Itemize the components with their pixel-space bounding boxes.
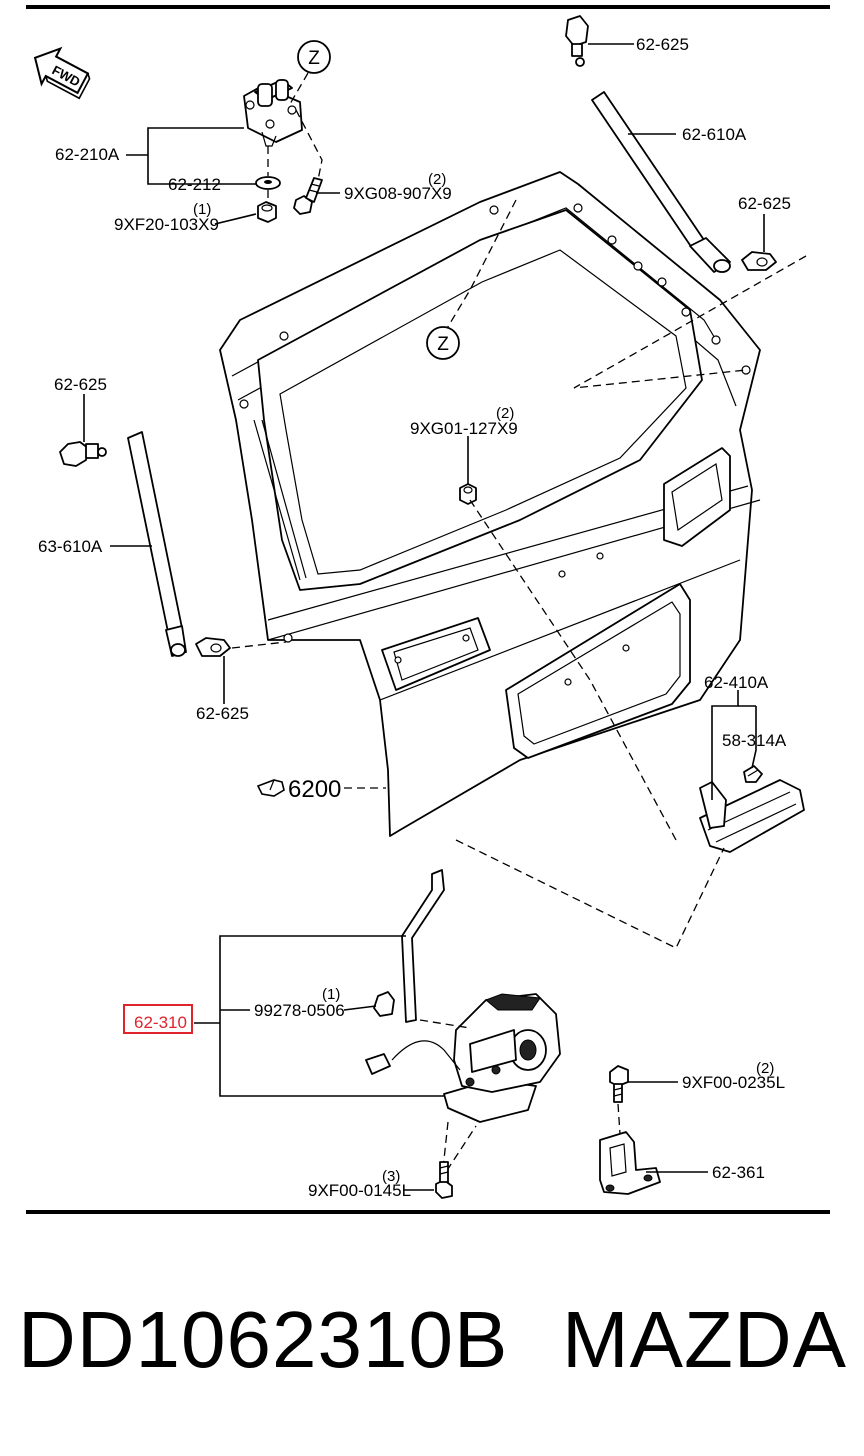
label-58-314A: 58-314A: [722, 731, 787, 750]
left-gas-strut: [59, 431, 231, 657]
label-62-625-c: 62-625: [54, 375, 107, 394]
mount-line-right-strut: [573, 255, 807, 389]
release-handle-switch: [699, 765, 805, 853]
right-gas-strut: [565, 15, 777, 273]
qty-9xg01: (2): [496, 405, 514, 422]
leader-62-410A: [711, 690, 739, 800]
striker-bolt-line: [617, 1103, 621, 1135]
exploded-parts-diagram: FWD Z 62-210A 62-212 9XG08-907X9 (2): [26, 5, 830, 1214]
leader-58-314A-down: [751, 706, 757, 769]
qty-9xf00-0235L: (2): [756, 1060, 774, 1077]
label-62-212: 62-212: [168, 175, 221, 194]
hinge-bolt-line: [295, 109, 323, 181]
nut-9xg01: [459, 483, 477, 505]
leader-99278-right: [343, 1005, 377, 1011]
qty-9xg08: (2): [428, 171, 446, 188]
label-99278: 99278-0506: [254, 1001, 345, 1020]
callout-circle-z-mid: [426, 326, 460, 360]
label-6200: 6200: [288, 776, 341, 803]
label-9xf00-0235L: 9XF00-0235L: [682, 1073, 785, 1092]
qty-9xf20: (1): [193, 201, 211, 218]
callout-circle-z-top: [297, 40, 331, 74]
pointer-hand-icon: [256, 779, 285, 797]
striker-62-361: [599, 1131, 661, 1195]
label-9xf00-0145L: 9XF00-0145L: [308, 1181, 411, 1200]
lock-alignment-line: [455, 839, 725, 949]
mount-line-hinge: [445, 199, 517, 331]
leader-62-310-bracket: [219, 935, 444, 1097]
label-62-625-d: 62-625: [196, 704, 249, 723]
qty-9xf00-0145L: (3): [382, 1168, 400, 1185]
liftgate-panel: [219, 171, 761, 837]
label-63-610A: 63-610A: [38, 537, 103, 556]
z-top-leader: [289, 72, 309, 105]
washer-62-212: [255, 176, 281, 190]
brand-name: MAZDA: [562, 1295, 847, 1384]
qty-99278: (1): [322, 986, 340, 1003]
fwd-arrow-icon: FWD: [33, 46, 91, 100]
bolt-9xg08: [293, 177, 323, 215]
label-9xg08: 9XG08-907X9: [344, 184, 452, 203]
label-62-625-a: 62-625: [636, 35, 689, 54]
tailgate-lock-assembly: [365, 869, 561, 1123]
mount-line-lock: [469, 499, 677, 841]
callout-z-mid: Z: [437, 334, 449, 355]
label-62-625-b: 62-625: [738, 194, 791, 213]
label-62-410A: 62-410A: [704, 673, 769, 692]
label-9xg01: 9XG01-127X9: [410, 419, 518, 438]
lock-rod-line: [419, 1019, 471, 1029]
hinge-assembly: [243, 79, 303, 147]
label-62-210A: 62-210A: [55, 145, 120, 164]
label-62-361: 62-361: [712, 1163, 765, 1182]
leader-62-210A: [147, 127, 244, 185]
leader-9xf20: [214, 213, 257, 225]
bolt-9xf00-0235L: [609, 1065, 629, 1103]
mount-line-left-strut: [231, 641, 287, 649]
label-62-310: 62-310: [134, 1013, 187, 1032]
callout-z-top: Z: [308, 48, 320, 69]
label-62-610A: 62-610A: [682, 125, 747, 144]
highlight-box-62-310: [123, 1004, 193, 1034]
part-number: DD1062310B: [18, 1295, 509, 1384]
bolt-9xf00-0145L: [435, 1161, 453, 1199]
product-caption: DD1062310B MAZDA: [0, 1290, 864, 1410]
nut-9xf20: [257, 201, 277, 223]
label-9xf20: 9XF20-103X9: [114, 215, 219, 234]
